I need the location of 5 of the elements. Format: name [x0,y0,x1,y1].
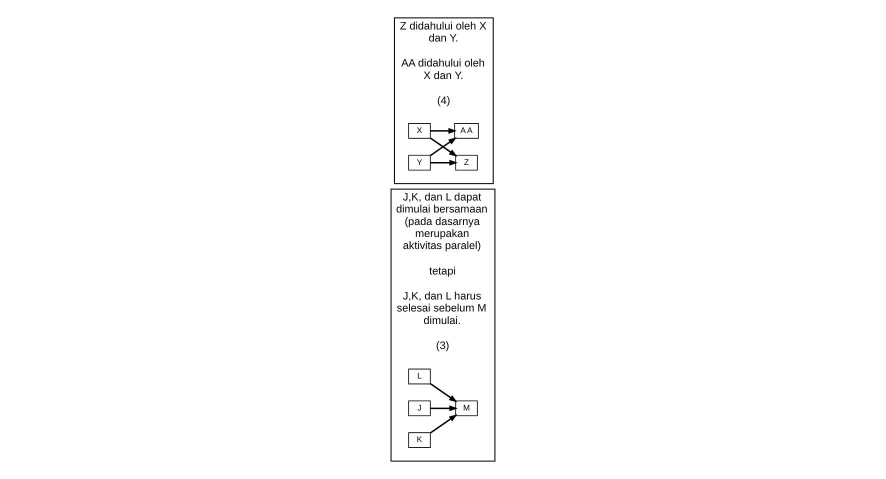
arrow [430,128,456,134]
arrow [430,405,458,412]
arrow [430,414,457,434]
arrow [430,383,457,402]
arrow [430,160,458,166]
